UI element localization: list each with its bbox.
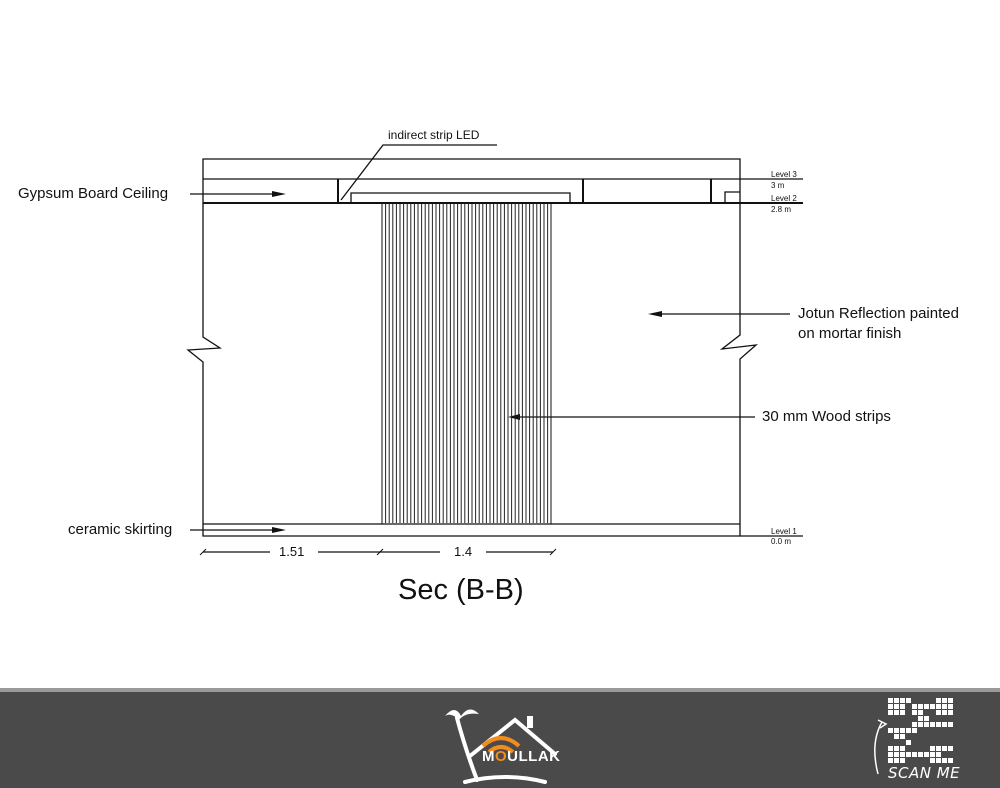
wood-label: 30 mm Wood strips bbox=[762, 408, 891, 425]
led-label: indirect strip LED bbox=[388, 128, 480, 142]
qr-module bbox=[918, 752, 923, 757]
brand-suffix: ULLAK bbox=[507, 748, 561, 765]
qr-module bbox=[924, 752, 929, 757]
jotun-label-line1: Jotun Reflection painted bbox=[798, 305, 959, 322]
brand-accent: O bbox=[495, 748, 508, 765]
qr-module bbox=[918, 716, 923, 721]
qr-module bbox=[888, 704, 893, 709]
qr-module bbox=[948, 746, 953, 751]
qr-module bbox=[930, 746, 935, 751]
qr-module bbox=[900, 698, 905, 703]
wood-panel-outline bbox=[381, 202, 552, 525]
qr-module bbox=[924, 716, 929, 721]
qr-module bbox=[930, 722, 935, 727]
qr-module bbox=[924, 704, 929, 709]
qr-module bbox=[942, 704, 947, 709]
qr-module bbox=[888, 752, 893, 757]
qr-module bbox=[942, 710, 947, 715]
section-drawing bbox=[186, 144, 803, 556]
qr-module bbox=[948, 710, 953, 715]
skirting-label: ceramic skirting bbox=[68, 521, 173, 538]
qr-module bbox=[918, 710, 923, 715]
moullak-logo-icon bbox=[445, 709, 557, 784]
qr-module bbox=[930, 758, 935, 763]
arrow-icon bbox=[874, 719, 888, 775]
qr-module bbox=[894, 698, 899, 703]
qr-module bbox=[888, 698, 893, 703]
qr-module bbox=[900, 728, 905, 733]
qr-module bbox=[936, 758, 941, 763]
level-2-value: 2.8 m bbox=[771, 205, 792, 214]
qr-module bbox=[948, 758, 953, 763]
footer: MOULLAK SCAN ME bbox=[0, 688, 1000, 788]
qr-module bbox=[912, 722, 917, 727]
qr-module bbox=[936, 722, 941, 727]
qr-module bbox=[942, 758, 947, 763]
qr-module bbox=[888, 728, 893, 733]
qr-module bbox=[936, 698, 941, 703]
qr-module bbox=[912, 704, 917, 709]
qr-module bbox=[912, 728, 917, 733]
qr-module bbox=[942, 746, 947, 751]
qr-module bbox=[900, 758, 905, 763]
qr-module bbox=[900, 734, 905, 739]
qr-module bbox=[930, 704, 935, 709]
qr-module bbox=[888, 710, 893, 715]
qr-module bbox=[912, 752, 917, 757]
level-1-value: 0.0 m bbox=[771, 537, 792, 546]
qr-module bbox=[894, 704, 899, 709]
qr-module bbox=[906, 698, 911, 703]
qr-module bbox=[948, 704, 953, 709]
qr-module bbox=[918, 704, 923, 709]
qr-module bbox=[888, 746, 893, 751]
scan-me-label: SCAN ME bbox=[888, 764, 961, 782]
qr-module bbox=[936, 710, 941, 715]
qr-module bbox=[894, 728, 899, 733]
brand-prefix: M bbox=[482, 748, 495, 765]
qr-module bbox=[924, 722, 929, 727]
section-title: Sec (B-B) bbox=[398, 574, 524, 606]
qr-module bbox=[936, 704, 941, 709]
qr-module bbox=[912, 710, 917, 715]
qr-module bbox=[906, 728, 911, 733]
level-1-name: Level 1 bbox=[771, 527, 797, 536]
qr-module bbox=[942, 722, 947, 727]
ceiling-drop bbox=[350, 192, 571, 203]
level-3-value: 3 m bbox=[771, 181, 785, 190]
jotun-label-line2: on mortar finish bbox=[798, 325, 902, 342]
qr-module bbox=[900, 746, 905, 751]
qr-module bbox=[948, 698, 953, 703]
qr-module bbox=[918, 722, 923, 727]
qr-module bbox=[936, 746, 941, 751]
qr-module bbox=[930, 752, 935, 757]
qr-module bbox=[894, 734, 899, 739]
qr-module bbox=[942, 698, 947, 703]
qr-module bbox=[900, 704, 905, 709]
qr-module bbox=[888, 758, 893, 763]
qr-module bbox=[894, 746, 899, 751]
qr-module bbox=[894, 710, 899, 715]
level-2-name: Level 2 bbox=[771, 194, 797, 203]
qr-code-icon bbox=[888, 698, 953, 763]
level-3-name: Level 3 bbox=[771, 170, 797, 179]
qr-module bbox=[936, 752, 941, 757]
qr-module bbox=[900, 752, 905, 757]
qr-module bbox=[900, 710, 905, 715]
qr-module bbox=[906, 740, 911, 745]
qr-module bbox=[894, 758, 899, 763]
qr-module bbox=[894, 752, 899, 757]
qr-module bbox=[948, 722, 953, 727]
led-leader bbox=[340, 144, 497, 201]
qr-module bbox=[906, 752, 911, 757]
gypsum-label: Gypsum Board Ceiling bbox=[18, 185, 169, 202]
brand-name: MOULLAK bbox=[482, 748, 561, 765]
wood-strips bbox=[381, 202, 552, 525]
dimension-2: 1.4 bbox=[454, 544, 473, 559]
dimension-1: 1.51 bbox=[279, 544, 305, 559]
